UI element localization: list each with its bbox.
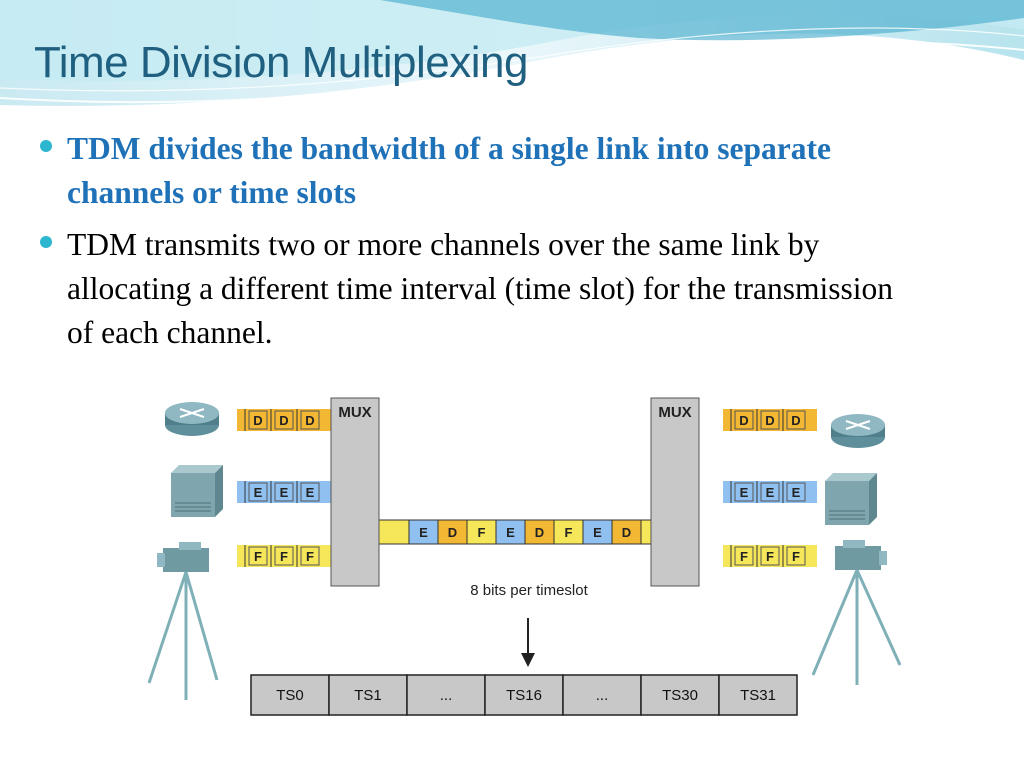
frame-cell-label: E [766, 485, 775, 500]
frame-cell-label: F [306, 549, 314, 564]
slide-title: Time Division Multiplexing [34, 38, 528, 87]
link-cell-label: E [506, 525, 515, 540]
camera-icon [147, 542, 219, 700]
left-input-streams: D D D E E E F F F [237, 409, 331, 567]
timeslot-label: ... [596, 687, 609, 704]
bullet-item: TDM transmits two or more channels over … [36, 223, 916, 355]
timeslot-frame: TS0 TS1... TS16... TS30 TS31 [250, 674, 798, 716]
frame-cell-label: E [306, 485, 315, 500]
frame-cell [786, 546, 806, 566]
frame-cell [274, 546, 294, 566]
frame-cell [760, 410, 780, 430]
frame-cell-label: D [791, 413, 800, 428]
frame-cell-label: E [280, 485, 289, 500]
link-note-label: 8 bits per timeslot [470, 582, 588, 599]
left-mux-box [330, 397, 380, 587]
link-cell-label: D [622, 525, 631, 540]
timeslot-label: TS31 [740, 687, 776, 704]
frame-cell [786, 410, 806, 430]
frame-cell-label: F [792, 549, 800, 564]
frame-cell-label: D [305, 413, 314, 428]
link-cell-label: E [419, 525, 428, 540]
router-icon [165, 402, 219, 436]
link-lead-cell [378, 519, 410, 545]
frame-cell [734, 546, 754, 566]
server-icon [825, 473, 877, 525]
header-wave-decoration [0, 0, 1024, 106]
timeslot-label: TS0 [276, 687, 304, 704]
timeslot-cell [406, 674, 486, 716]
frame-cell [734, 410, 754, 430]
timeslot-cell [718, 674, 798, 716]
frame-cell-label: F [740, 549, 748, 564]
tdm-diagram: D D D E E E F F F D D D E E E F F F E D F E D F E D F MUX MUX [135, 365, 905, 727]
timeslot-cell [562, 674, 642, 716]
link-cell-label: F [565, 525, 573, 540]
left-mux-label: MUX [338, 404, 371, 421]
frame-cell-label: F [254, 549, 262, 564]
frame-cell [248, 482, 268, 502]
bullet-text: TDM divides the bandwidth of a single li… [67, 131, 831, 210]
link-cell-label: D [535, 525, 544, 540]
frame-cell-label: D [765, 413, 774, 428]
bullet-list: TDM divides the bandwidth of a single li… [36, 127, 916, 363]
frame-cell [760, 546, 780, 566]
frame-cell [300, 482, 320, 502]
frame-cell-label: E [740, 485, 749, 500]
link-cell [582, 519, 613, 545]
frame-cell-label: D [279, 413, 288, 428]
link-cell-label: E [593, 525, 602, 540]
frame-cell [248, 546, 268, 566]
frame-cell [734, 482, 754, 502]
timeslot-label: TS30 [662, 687, 698, 704]
timeslot-label: TS1 [354, 687, 382, 704]
right-mux-label: MUX [658, 404, 691, 421]
link-cell [524, 519, 555, 545]
timeslot-label: TS16 [506, 687, 542, 704]
frame-cell [300, 546, 320, 566]
frame-cell [274, 410, 294, 430]
link-cell [495, 519, 526, 545]
link-cell [408, 519, 439, 545]
camera-icon [811, 540, 902, 685]
right-mux-box [650, 397, 700, 587]
frame-cell-label: D [739, 413, 748, 428]
timeslot-cell [484, 674, 564, 716]
bullet-text: TDM transmits two or more channels over … [67, 227, 894, 350]
bullet-dot-icon [40, 236, 52, 248]
frame-cell-label: F [280, 549, 288, 564]
link-cell [553, 519, 584, 545]
right-output-streams: D D D E E E F F F [723, 409, 817, 567]
frame-cell-label: D [253, 413, 262, 428]
multiplexed-link: EDFEDFEDF [378, 519, 671, 545]
frame-cell-label: E [254, 485, 263, 500]
frame-cell [300, 410, 320, 430]
frame-cell [274, 482, 294, 502]
frame-cell-label: E [792, 485, 801, 500]
link-cell-label: D [448, 525, 457, 540]
bullet-dot-icon [40, 140, 52, 152]
link-cell [611, 519, 642, 545]
frame-cell [248, 410, 268, 430]
bullet-item: TDM divides the bandwidth of a single li… [36, 127, 916, 215]
timeslot-cell [640, 674, 720, 716]
frame-cell [786, 482, 806, 502]
down-arrow-icon [521, 653, 535, 667]
server-icon [171, 465, 223, 517]
link-cell-label: F [478, 525, 486, 540]
router-icon [831, 414, 885, 448]
timeslot-label: ... [440, 687, 453, 704]
frame-cell [760, 482, 780, 502]
timeslot-cell [328, 674, 408, 716]
frame-cell-label: F [766, 549, 774, 564]
